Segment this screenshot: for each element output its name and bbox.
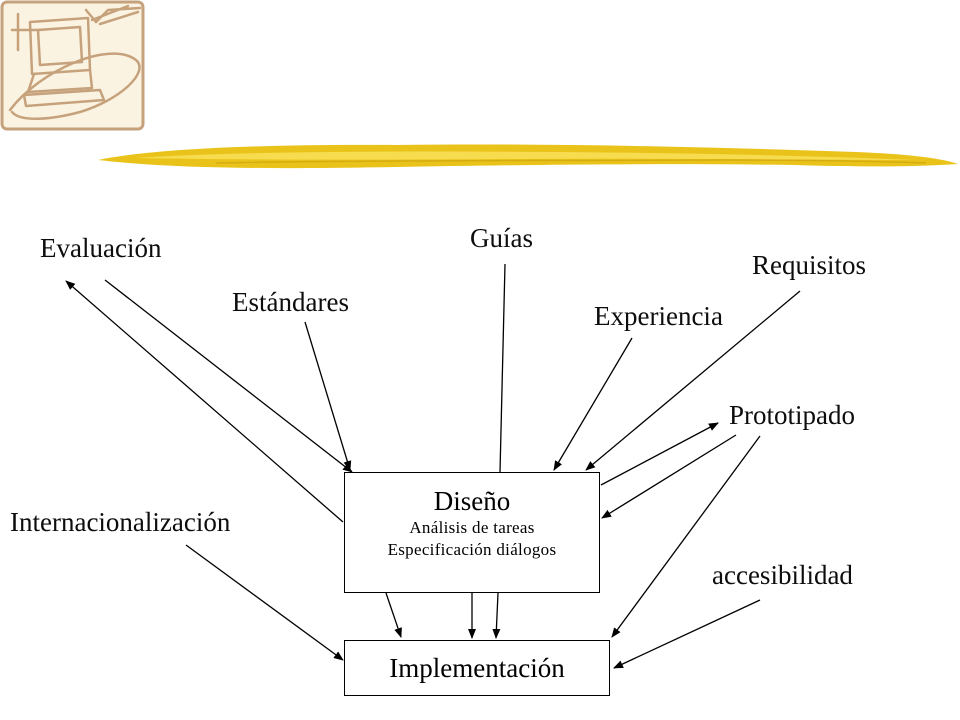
arrow-experiencia-to-diseno [553,337,633,471]
arrow-accesibilidad-to-implementacion [613,599,761,669]
node-internacionalizacion: Internacionalización [10,507,231,537]
arrow-diseno-to-implementacion-left [385,592,402,638]
arrow-diseno-to-implementacion-right [492,592,501,639]
implementacion-box: Implementación [344,640,610,696]
computer-logo-icon [0,0,145,131]
node-experiencia: Experiencia [594,301,723,331]
arrow-estandares-to-diseno [304,321,352,471]
arrow-prototipado-to-implementacion [611,435,761,638]
diseno-line-analisis: Análisis de tareas [409,518,535,537]
node-evaluacion: Evaluación [40,233,162,263]
arrow-diseno-to-evaluacion [65,280,344,523]
brush-stroke-divider [98,144,958,169]
diseno-box: Diseño Análisis de tareas Especificación… [344,472,600,593]
arrow-evaluacion-to-diseno [104,279,353,473]
node-requisitos: Requisitos [752,250,867,280]
node-estandares: Estándares [232,287,349,317]
diseno-line-especificacion: Especificación diálogos [387,540,557,559]
line-guias-to-diseno [499,263,506,473]
arrow-diseno-to-prototipado [600,422,719,486]
arrow-internacionalizacion-to-implementacion [185,544,344,661]
diseno-title: Diseño [433,486,511,516]
implementacion-label: Implementación [389,653,565,683]
arrow-requisitos-to-diseno [585,290,801,471]
node-guias: Guías [470,223,533,253]
arrow-prototipado-to-diseno [601,434,737,519]
node-prototipado: Prototipado [729,400,855,430]
node-accesibilidad: accesibilidad [712,560,853,590]
